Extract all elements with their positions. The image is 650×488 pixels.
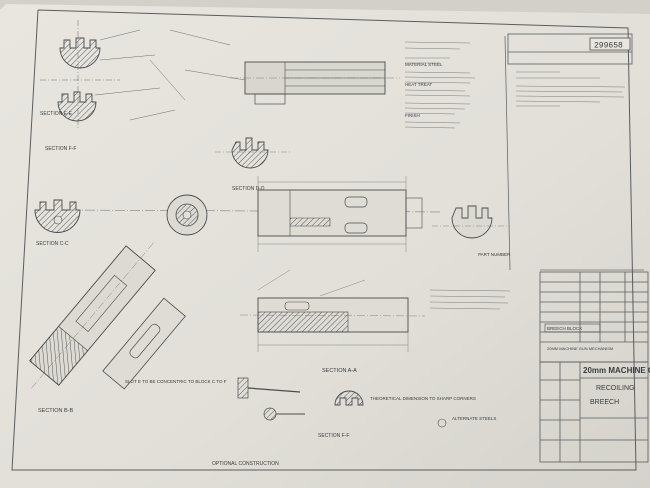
breech-block-side-view — [257, 189, 423, 237]
section-d-d-label: SECTION D-D — [232, 186, 265, 192]
finish-note: FINISH — [405, 113, 420, 118]
front-end-view — [166, 194, 208, 236]
end-slot-view — [432, 205, 510, 239]
section-f-f-top-label: SECTION F-F — [45, 146, 76, 152]
drawing-border — [11, 9, 637, 471]
section-a-a-dimensions — [257, 269, 409, 352]
heat-treat-note: HEAT TREAT — [405, 82, 432, 87]
general-notes — [515, 71, 626, 107]
assembly-name: 20MM MACHINE GUN MECHANISM — [547, 346, 613, 351]
section-c-c-label: SECTION C-C — [36, 241, 69, 247]
parallel-note-lines — [429, 289, 511, 310]
section-a-a-label: SECTION A-A — [322, 368, 357, 374]
section-b-b-view — [29, 242, 156, 389]
breech-block-top-view — [230, 61, 400, 105]
optional-construction-label: OPTIONAL CONSTRUCTION — [212, 461, 279, 467]
title-block-main — [539, 361, 649, 463]
cutter-detail-view — [237, 377, 305, 421]
title-line-1: 20mm MACHINE GUN — [583, 366, 650, 375]
section-a-a-view — [239, 297, 426, 333]
slot-detail-view — [102, 297, 186, 390]
section-b-b-label: SECTION B-B — [38, 408, 73, 414]
title-line-2: RECOILING — [596, 385, 635, 392]
section-f-f-label: SECTION F-F — [318, 433, 349, 439]
section-e-e-view — [40, 20, 120, 130]
section-e-e-label: SECTION E-E — [40, 111, 73, 117]
dimension-leaders — [94, 29, 246, 121]
title-line-3: BREECH — [590, 399, 619, 406]
part-number-label: PART NUMBER — [478, 252, 511, 257]
theoretical-note: THEORETICAL DIMENSION TO SHARP CORNERS — [370, 396, 476, 401]
alternate-steels-note: ALTERNATE STEELS — [452, 416, 496, 421]
specification-notes — [404, 41, 476, 129]
drawing-number: 299658 — [594, 42, 623, 51]
section-d-d-view — [215, 137, 290, 169]
section-c-c-view — [34, 199, 81, 233]
material-note: MATERIAL STEEL — [405, 62, 443, 67]
side-view-dimensions — [257, 176, 407, 252]
section-f-f-view — [334, 390, 364, 406]
slot-note: SLOT E TO BE CONCENTRIC TO BLOCK C TO F — [125, 379, 227, 384]
part-name: BREECH BLOCK — [547, 326, 582, 331]
paper — [0, 4, 650, 488]
revision-block — [507, 33, 633, 65]
